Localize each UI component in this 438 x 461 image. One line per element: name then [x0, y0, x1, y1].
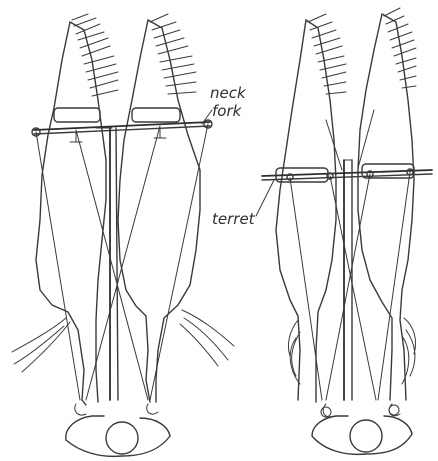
label-terret: terret: [212, 210, 256, 228]
label-neck: neck: [210, 84, 247, 102]
left-pair-collars: [54, 108, 180, 122]
label-fork: fork: [212, 102, 243, 120]
left-pair-neck-fork: neck fork: [12, 14, 247, 456]
left-pair-horse-right: [118, 14, 234, 402]
left-pair-horse-left: [12, 14, 118, 405]
left-pair-driver: [66, 404, 170, 456]
right-pair-horse-right: [358, 8, 416, 400]
terret-pointer: [256, 180, 274, 216]
mane-icon: [150, 14, 196, 94]
right-pair-driver: [312, 404, 412, 454]
right-pair-terret: terret: [212, 8, 432, 454]
neck-fork-bar: [32, 120, 212, 142]
right-pair-horse-left: [276, 14, 346, 402]
right-pair-pole: [344, 160, 352, 400]
